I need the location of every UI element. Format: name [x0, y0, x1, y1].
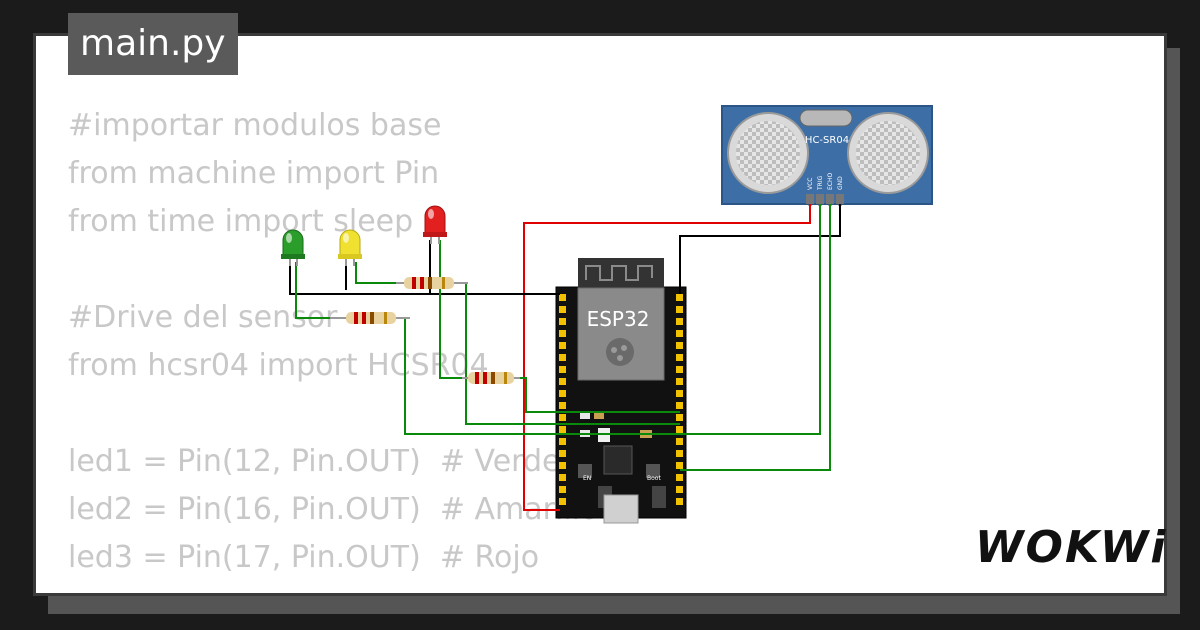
- sensor-pin-label: TRIG: [817, 175, 824, 191]
- wire-trig: [560, 204, 821, 435]
- wire-led-yellow: [355, 262, 398, 284]
- wire-gnd-leds: [289, 262, 560, 295]
- code-line: #Drive del sensor: [68, 300, 338, 335]
- led-yellow[interactable]: [338, 229, 362, 266]
- usb-port: [603, 494, 639, 524]
- code-line: #importar modulos base: [68, 108, 442, 143]
- boot-button[interactable]: [652, 486, 666, 508]
- code-line: led1 = Pin(12, Pin.OUT) # Verde: [68, 444, 561, 479]
- file-tab-main-py[interactable]: main.py: [68, 13, 238, 75]
- en-button-label: EN: [583, 475, 591, 482]
- boot-button-label: Boot: [647, 475, 661, 482]
- code-line: led3 = Pin(17, Pin.OUT) # Rojo: [68, 540, 540, 575]
- resistor[interactable]: [396, 277, 468, 289]
- code-line: from machine import Pin: [68, 156, 440, 191]
- code-preview: #importar modulos base from machine impo…: [68, 102, 598, 582]
- resistor[interactable]: [462, 372, 520, 384]
- sensor-pin-label: VCC: [807, 178, 814, 190]
- wokwi-logo: WOKWi: [975, 522, 1168, 573]
- code-line: from hcsr04 import HCSR04: [68, 348, 489, 383]
- esp32-board[interactable]: ESP32: [555, 258, 687, 524]
- wire-vcc: [523, 204, 811, 511]
- wire-echo: [680, 204, 831, 471]
- sensor-pin-label: GND: [837, 176, 844, 190]
- sensor-label: HC-SR04: [805, 135, 849, 146]
- wire-gnd-sensor: [679, 204, 841, 294]
- led-green[interactable]: [281, 229, 305, 266]
- code-line: from time import sleep: [68, 204, 414, 239]
- led-red[interactable]: [423, 205, 447, 244]
- sensor-pin-label: ECHO: [827, 173, 834, 190]
- ultrasonic-sensor[interactable]: HC-SR04 VCC TRIG ECHO GND: [721, 105, 933, 206]
- wire-led-red: [439, 240, 468, 379]
- resistor[interactable]: [330, 312, 410, 324]
- board-label: ESP32: [587, 307, 650, 331]
